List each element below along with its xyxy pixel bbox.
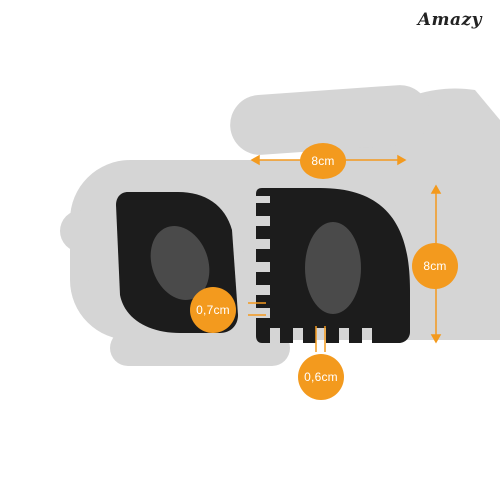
tooth-width-badge: 0,6cm [298,354,344,400]
tooth-gap-label: 0,7cm [196,303,230,317]
height-badge: 8cm [412,243,458,289]
tooth-width-label: 0,6cm [304,370,338,384]
width-label: 8cm [311,154,335,168]
height-label: 8cm [423,259,447,273]
width-badge: 8cm [300,143,346,179]
brand-logo: Amazy [417,10,482,30]
large-scraper-grip [305,222,361,314]
small-scraper-grip [150,226,210,300]
tooth-gap-badge: 0,7cm [190,287,236,333]
large-pan-scraper [256,188,410,343]
